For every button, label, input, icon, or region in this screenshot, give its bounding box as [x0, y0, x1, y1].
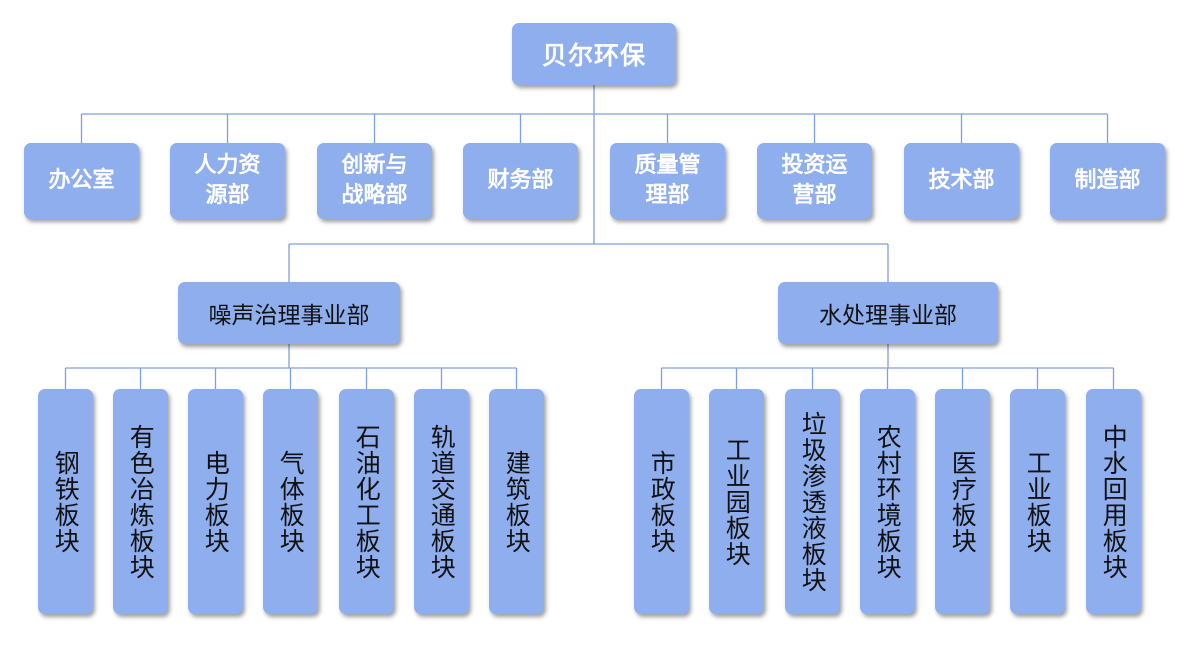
sector-label-line: 板块	[647, 501, 677, 554]
department-label-line: 理部	[645, 183, 690, 208]
sector-label-line: 电力	[201, 449, 231, 502]
sector-label-line: 板块	[873, 527, 903, 580]
department-label-line: 技术部	[928, 168, 995, 193]
sector-node: 垃圾渗透液板块	[785, 389, 840, 614]
sector-node: 电力板块	[188, 389, 243, 614]
sector-label-line: 轨道交通	[427, 423, 457, 528]
department-label: 投资运营部	[781, 151, 847, 211]
sector-label-line: 垃圾渗透液	[798, 410, 828, 541]
sector-node: 石油化工板块	[339, 389, 394, 614]
department-node: 投资运营部	[757, 143, 872, 219]
division-node-noise: 噪声治理事业部	[178, 282, 400, 344]
department-label-line: 质量管	[634, 153, 701, 178]
division-label: 水处理事业部	[819, 303, 957, 329]
department-node: 质量管理部	[610, 143, 725, 219]
sector-label-line: 板块	[427, 527, 457, 580]
sector-node: 中水回用板块	[1086, 389, 1141, 614]
sector-label-line: 板块	[722, 514, 752, 567]
department-node: 技术部	[904, 143, 1019, 219]
department-label-line: 制造部	[1074, 168, 1141, 193]
sector-label-line: 医疗	[948, 449, 978, 502]
department-label: 财务部	[487, 166, 553, 196]
sector-node: 建筑板块	[489, 389, 544, 614]
root-node: 贝尔环保	[512, 23, 676, 85]
department-node: 办公室	[24, 143, 139, 219]
department-node: 财务部	[463, 143, 578, 219]
sector-node: 气体板块	[263, 389, 318, 614]
department-label: 创新与战略部	[341, 151, 407, 211]
sector-label-line: 钢铁	[51, 449, 81, 502]
department-label: 制造部	[1074, 166, 1140, 196]
sector-label-line: 市政	[647, 449, 677, 502]
sector-label-line: 农村环境	[873, 423, 903, 528]
sector-node: 工业园板块	[709, 389, 764, 614]
department-node: 创新与战略部	[317, 143, 432, 219]
sector-label-line: 板块	[126, 527, 156, 580]
department-label: 办公室	[48, 166, 114, 196]
department-label-line: 营部	[792, 183, 837, 208]
sector-node: 医疗板块	[935, 389, 990, 614]
sector-label-line: 中水回用	[1099, 423, 1129, 528]
sector-label-line: 工业	[1023, 449, 1053, 502]
sector-node: 轨道交通板块	[414, 389, 469, 614]
sector-label-line: 板块	[948, 501, 978, 554]
department-node: 制造部	[1050, 143, 1165, 219]
sector-label-line: 板块	[352, 527, 382, 580]
sector-label-line: 石油化工	[352, 423, 382, 528]
department-label-line: 源部	[205, 183, 250, 208]
department-label: 人力资源部	[194, 151, 260, 211]
sector-node: 钢铁板块	[38, 389, 93, 614]
sector-label-line: 板块	[1099, 527, 1129, 580]
department-label-line: 办公室	[48, 168, 115, 193]
division-label: 噪声治理事业部	[208, 303, 370, 329]
department-label-line: 财务部	[487, 168, 554, 193]
sector-label-line: 板块	[798, 540, 828, 593]
sector-node: 有色冶炼板块	[113, 389, 168, 614]
sector-label-line: 板块	[1023, 501, 1053, 554]
department-label: 质量管理部	[634, 151, 700, 211]
department-node: 人力资源部	[170, 143, 285, 219]
sector-label-line: 气体	[276, 449, 306, 502]
department-label-line: 人力资	[194, 153, 261, 178]
sector-node: 工业板块	[1010, 389, 1065, 614]
sector-label-line: 板块	[201, 501, 231, 554]
department-label-line: 战略部	[341, 183, 408, 208]
sector-node: 农村环境板块	[860, 389, 915, 614]
department-label: 技术部	[928, 166, 994, 196]
sector-label-line: 板块	[51, 501, 81, 554]
sector-label-line: 板块	[502, 501, 532, 554]
division-node-water: 水处理事业部	[778, 282, 998, 344]
sector-node: 市政板块	[634, 389, 689, 614]
sector-label-line: 工业园	[722, 436, 752, 515]
department-label-line: 投资运	[781, 153, 848, 178]
sector-label-line: 有色冶炼	[126, 423, 156, 528]
sector-label-line: 板块	[276, 501, 306, 554]
root-node-label: 贝尔环保	[541, 41, 646, 70]
department-label-line: 创新与	[341, 153, 408, 178]
sector-label-line: 建筑	[502, 449, 532, 502]
